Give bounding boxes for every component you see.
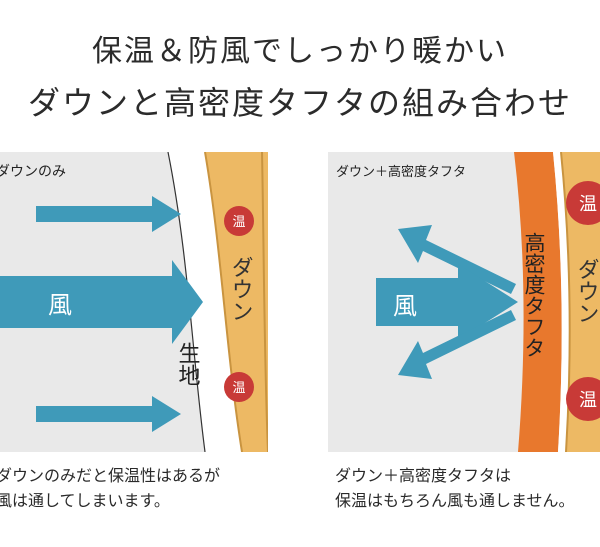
down-only-diagram: ダウンのみ 風 温 温 ダウン 生地 xyxy=(0,152,268,452)
down-layer-label: ダウン xyxy=(228,256,253,322)
warm-circle-bottom xyxy=(224,372,254,402)
right-caption-line-2: 保温はもちろん風も通しません。 xyxy=(335,491,575,510)
left-caption: ダウンのみだと保温性はあるが 風は通してしまいます。 xyxy=(0,463,220,513)
warm-circle-top xyxy=(224,206,254,236)
reflected-arrow-upper xyxy=(398,225,516,294)
down-taffeta-diagram: ダウン＋高密度タフタ 風 高密度タフタ ダウン 温 温 xyxy=(328,152,600,452)
panel-label: ダウンのみ xyxy=(0,164,66,180)
title-line-1: 保温＆防風でしっかり暖かい xyxy=(92,34,508,69)
down-layer-label: ダウン xyxy=(574,258,599,324)
down-layer xyxy=(561,152,600,452)
right-caption: ダウン＋高密度タフタは 保温はもちろん風も通しません。 xyxy=(335,463,575,513)
warm-circle-top xyxy=(566,181,600,225)
right-caption-line-1: ダウン＋高密度タフタは xyxy=(335,466,512,485)
warm-label-bottom: 温 xyxy=(232,381,245,396)
wind-arrow-main xyxy=(0,260,203,344)
down-layer-left-edge xyxy=(204,152,243,452)
wind-arrow-top xyxy=(36,196,181,232)
wind-arrow-bottom xyxy=(36,396,181,432)
wind-label: 風 xyxy=(393,292,417,320)
left-caption-line-1: ダウンのみだと保温性はあるが xyxy=(0,466,221,485)
fabric-label: 生地 xyxy=(175,342,201,386)
warm-label-top: 温 xyxy=(579,194,597,215)
wind-label: 風 xyxy=(48,291,72,319)
warm-circle-bottom xyxy=(566,377,600,421)
taffeta-layer xyxy=(514,152,562,452)
panel-label: ダウン＋高密度タフタ xyxy=(336,164,466,180)
wind-arrow-main xyxy=(376,264,518,340)
gap-layer xyxy=(553,152,570,452)
down-layer-edge xyxy=(560,152,571,452)
warm-label-top: 温 xyxy=(232,215,245,230)
warm-label-bottom: 温 xyxy=(579,390,597,411)
down-layer-right-edge xyxy=(261,152,268,452)
left-caption-line-2: 風は通してしまいます。 xyxy=(0,491,170,510)
reflected-arrow-lower xyxy=(398,310,516,379)
title-line-2: ダウンと高密度タフタの組み合わせ xyxy=(27,84,572,122)
taffeta-label: 高密度タフタ xyxy=(522,232,546,358)
